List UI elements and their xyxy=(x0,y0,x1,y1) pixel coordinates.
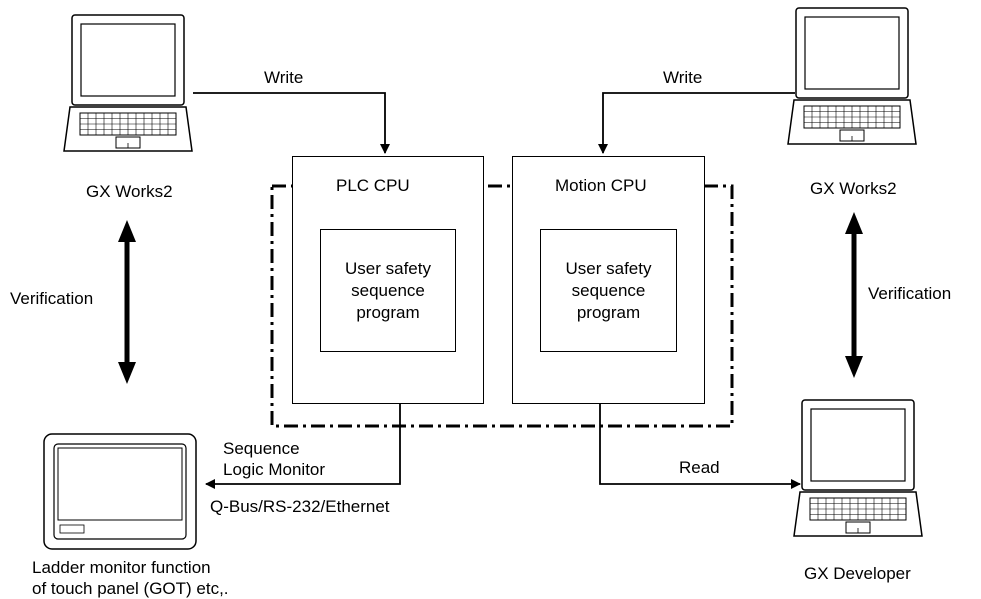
gx-works2-right-label: GX Works2 xyxy=(810,179,897,198)
read-arrow xyxy=(599,404,801,489)
verification-left-label: Verification xyxy=(10,289,94,308)
verification-arrow-right xyxy=(845,212,863,378)
safety-enclosure xyxy=(270,184,734,428)
sequence-monitor-arrow xyxy=(205,404,401,489)
verification-right-label: Verification xyxy=(868,284,952,303)
verification-arrow-left xyxy=(118,220,136,384)
motion-user-safety-program: User safety sequence program xyxy=(540,229,677,352)
bus-label: Q-Bus/RS-232/Ethernet xyxy=(210,497,390,516)
plc-user-safety-program: User safety sequence program xyxy=(320,229,456,352)
write-right-label: Write xyxy=(663,68,703,87)
read-label: Read xyxy=(679,458,720,477)
laptop-icon xyxy=(787,7,917,145)
gx-works2-left-label: GX Works2 xyxy=(86,182,173,201)
logic-monitor-label: Logic Monitor xyxy=(223,460,326,479)
write-arrow-right xyxy=(598,92,795,154)
laptop-icon xyxy=(793,399,923,537)
sequence-label: Sequence xyxy=(223,439,300,458)
write-arrow-left xyxy=(193,92,390,154)
touch-panel-label-1: Ladder monitor function xyxy=(32,558,211,577)
write-left-label: Write xyxy=(264,68,304,87)
touch-panel-icon xyxy=(43,433,197,550)
laptop-icon xyxy=(63,14,193,152)
motion-cpu-title: Motion CPU xyxy=(555,176,647,195)
gx-developer-label: GX Developer xyxy=(804,564,911,583)
touch-panel-label-2: of touch panel (GOT) etc,. xyxy=(32,579,229,598)
plc-cpu-title: PLC CPU xyxy=(336,176,410,195)
